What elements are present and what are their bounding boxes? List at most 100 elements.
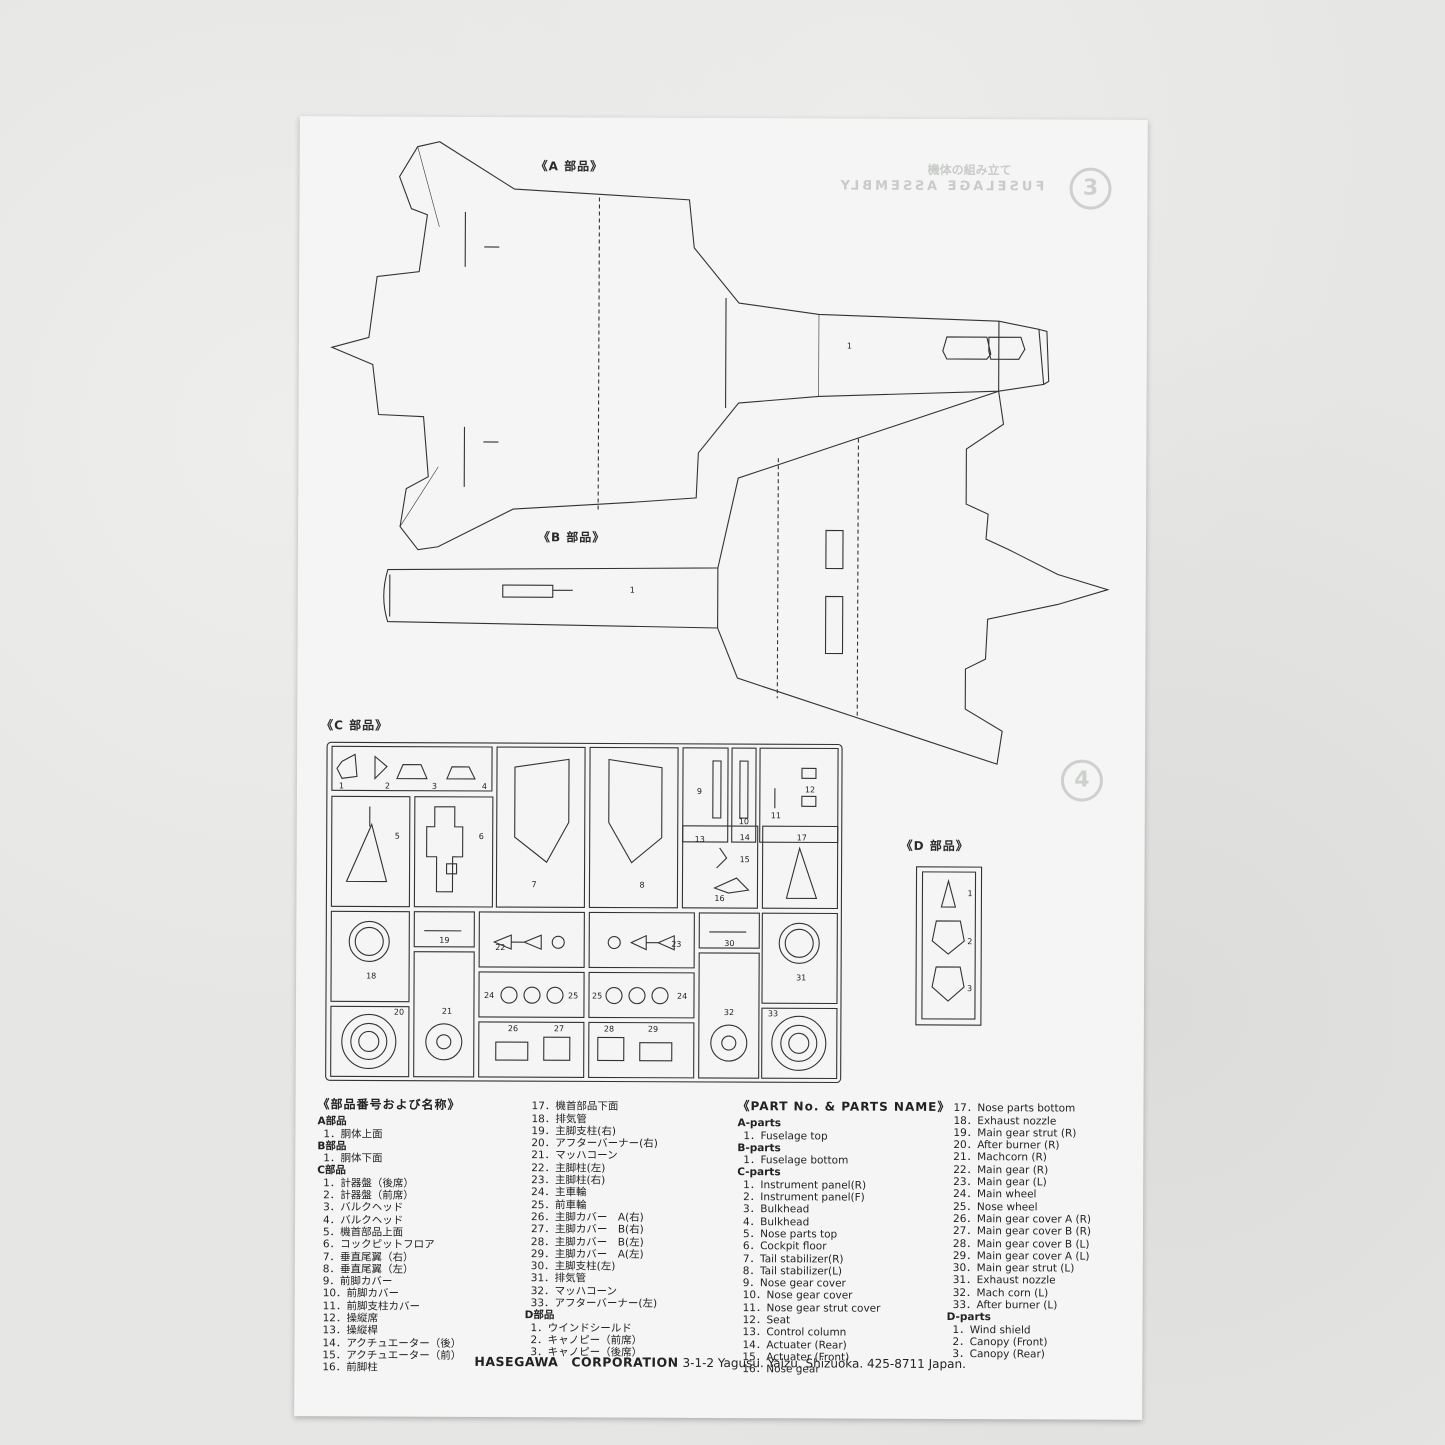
company-name: HASEGAWA CORPORATION [474,1353,679,1370]
part-number-label: 27 [554,1024,564,1033]
a-part-fuselage-top-outline [330,141,1045,551]
parts-list-item: 3．バルクヘッド [323,1201,404,1214]
part-number-label: 6 [479,832,484,841]
part-number-label: 13 [695,835,705,844]
parts-list-item: 2．Canopy (Front) [952,1335,1048,1349]
parts-list-item: 2．Instrument panel(F) [743,1191,865,1204]
parts-group-label: C部品 [317,1164,346,1177]
part-number-label: 24 [484,991,494,1000]
parts-list-item: 19．主脚支柱(右) [531,1125,617,1138]
parts-list-item: 2．キャノピー（前席） [530,1334,643,1347]
parts-list-item: 18．排気管 [531,1112,587,1126]
part-number-label: 24 [677,992,687,1001]
parts-list-item: 6．Cockpit floor [742,1240,827,1253]
part-number-label: 26 [508,1024,518,1033]
parts-list-item: 1．計器盤（後席） [323,1177,414,1190]
part-number-label: 11 [771,811,781,820]
part-number-label: 10 [739,817,749,826]
parts-list-item: 30．Main gear strut (L) [952,1262,1075,1275]
b-part-gear-well [824,529,844,655]
part-number-label: 3 [432,782,437,791]
parts-group-label: A部品 [317,1115,347,1128]
part-number-label: 16 [714,894,724,903]
parts-list-item: 19．Main gear strut (R) [953,1126,1077,1140]
b-part-number: 1 [630,586,635,595]
parts-list-item: 18．Exhaust nozzle [953,1114,1057,1128]
parts-list-item: 25．Nose wheel [953,1200,1038,1214]
parts-list-item: 8．垂直尾翼（左） [322,1263,414,1276]
parts-list-item: 25．前車輪 [531,1198,587,1212]
parts-list-item: 7．Tail stabilizer(R) [742,1252,844,1266]
parts-list-item: 22．Main gear (R) [953,1163,1049,1177]
part-number-label: 15 [740,855,750,864]
parts-list-item: 14．Actuater (Rear) [742,1338,847,1352]
part-number-label: 3 [967,984,972,993]
parts-group-label: D部品 [524,1309,555,1322]
part-number-label: 30 [724,939,734,948]
part-number-label: 9 [697,787,702,796]
part-number-label: 2 [385,782,390,791]
part-number-label: 32 [724,1008,734,1017]
parts-list-item: 33．After burner (L) [952,1299,1058,1312]
a-part-number: 1 [847,342,852,351]
parts-list-item: 3．Bulkhead [743,1203,810,1216]
c-sprue-frame [325,741,843,1084]
parts-list-item: 5．機首部品上面 [322,1226,404,1239]
part-number-label: 1 [339,781,344,790]
part-number-label: 33 [768,1009,778,1018]
a-part-canopy-openings [942,336,1026,360]
parts-list-item: 2．計器盤（前席） [323,1189,414,1202]
part-number-label: 31 [796,973,806,982]
parts-list-item: 3．Canopy (Rear) [952,1348,1045,1361]
parts-drawing: 1 1 1 2 3 4 5 6 7 8 9 10 11 12 13 14 15 … [325,141,1110,1084]
parts-list-item: 21．Machcorn (R) [953,1151,1047,1164]
parts-list-item: 5．Nose parts top [742,1228,838,1241]
parts-list-item: 4．バルクヘッド [322,1213,404,1227]
parts-list-item: 13．操縦桿 [322,1324,378,1337]
parts-list-item: 11．前脚支柱カバー [322,1300,421,1313]
parts-list-item: 20．アフターバーナー(右) [531,1137,658,1150]
part-number-label: 8 [639,881,644,890]
parts-list-item: 11．Nose gear strut cover [742,1301,881,1315]
d-sprue-frame [915,866,983,1026]
parts-list-item: 27．主脚カバー B(右) [530,1223,644,1236]
parts-group-label: D-parts [946,1311,991,1324]
parts-group-label: B-parts [737,1141,781,1155]
parts-list-item: 4．Bulkhead [742,1215,810,1229]
part-number-label: 20 [394,1008,404,1017]
parts-list-item: 1．Wind shield [952,1323,1031,1336]
parts-list-item: 21．マッハコーン [531,1149,618,1163]
parts-list-item: 22．主脚柱(左) [531,1161,606,1175]
parts-list-item: 31．Exhaust nozzle [952,1274,1056,1287]
parts-list-item: 13．Control column [742,1326,847,1339]
parts-list-item: 24．Main wheel [953,1188,1037,1201]
parts-list-item: 28．Main gear cover B (L) [952,1237,1090,1251]
parts-list-item: 27．Main gear cover B (R) [952,1225,1092,1238]
parts-list-item: 12．Seat [742,1314,791,1327]
parts-list-item: 1．胴体下面 [323,1152,383,1165]
parts-list-item: 31．排気管 [530,1272,587,1285]
part-number-label: 21 [442,1007,452,1016]
parts-list-item: 1．Fuselage bottom [743,1154,849,1167]
part-number-label: 19 [439,936,449,945]
part-number-label: 4 [482,782,487,791]
footer: HASEGAWA CORPORATION 3-1-2 Yagusu. Yaizu… [474,1351,966,1372]
parts-list-item: 6．コックピットフロア [322,1238,435,1252]
parts-list-item: 24．主車輪 [531,1186,587,1199]
part-number-label: 14 [740,833,750,842]
part-number-label: 2 [967,937,972,946]
parts-group-label: B部品 [317,1140,347,1153]
parts-group-label: C-parts [737,1166,781,1179]
company-address: 3-1-2 Yagusu. Yaizu. Shizuoka. 425-8711 … [682,1355,966,1372]
parts-list-item: 33．アフターバーナー(左) [530,1297,658,1310]
parts-list-item: 32．マッハコーン [530,1284,618,1298]
parts-list-item: 17．機首部品下面 [531,1100,619,1113]
part-number-label: 25 [592,991,602,1000]
parts-list-item: 26．Main gear cover A (R) [953,1212,1092,1226]
part-number-label: 12 [805,785,815,794]
parts-list-item: 32．Mach corn (L) [952,1286,1049,1300]
instruction-sheet: 3 機体の組み立て FUSELAGE ASSEMBLY 4 《A 部品》 《B … [294,116,1148,1420]
